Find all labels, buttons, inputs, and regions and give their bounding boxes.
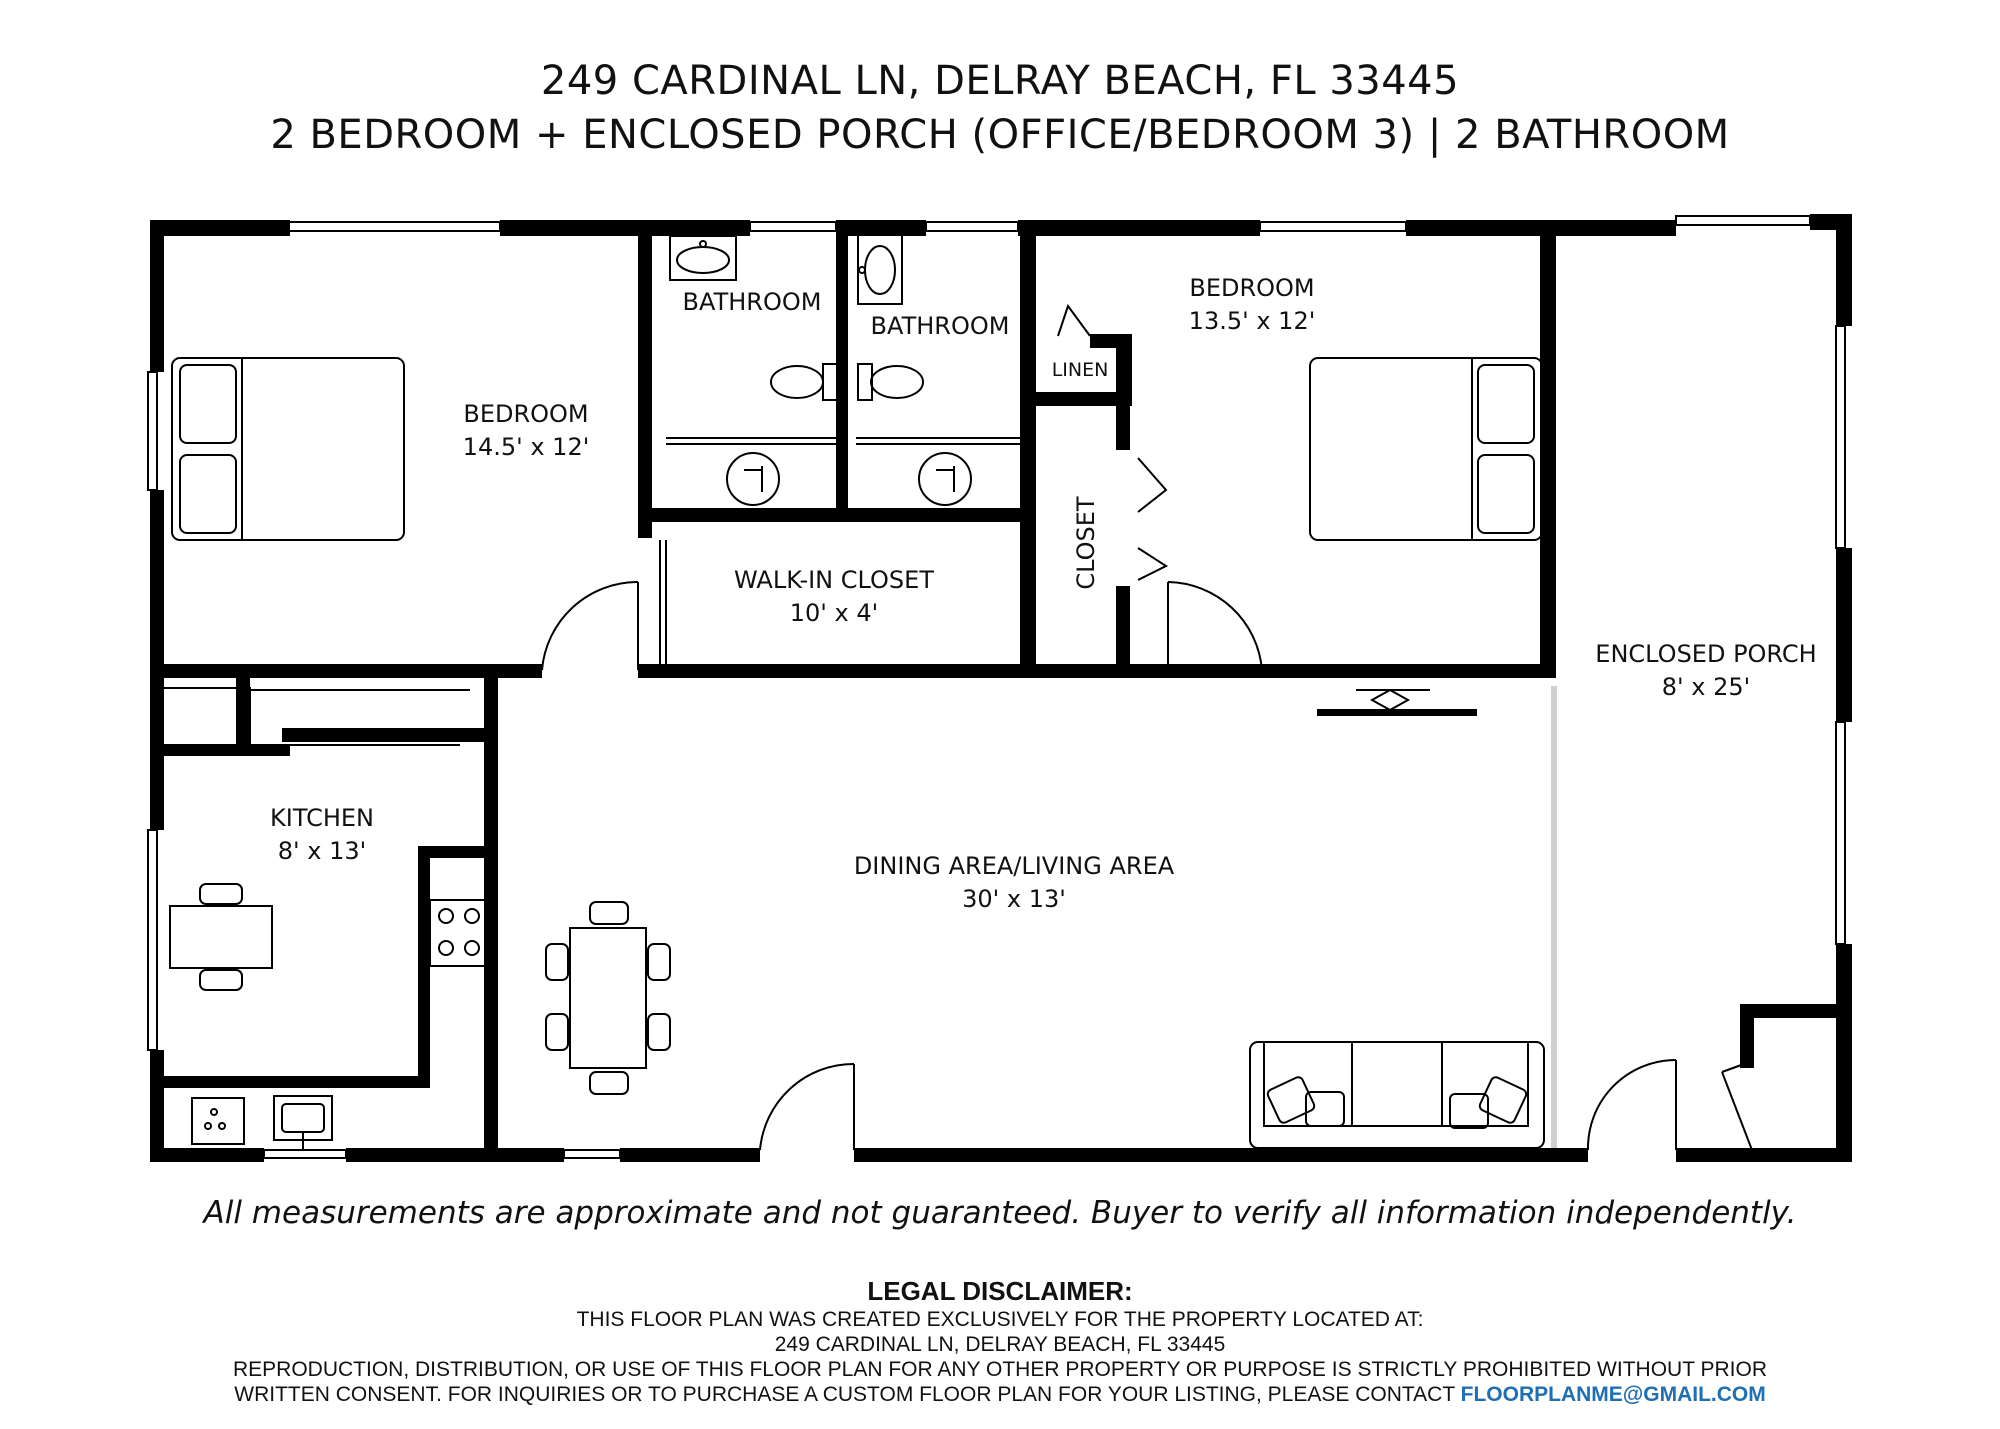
sofa-icon [1249,1041,1545,1149]
room-name-enclosed-porch: ENCLOSED PORCH [1595,640,1816,668]
kitchen-counter [161,687,470,753]
door-linen [1057,303,1091,337]
bed-right-icon [1309,357,1543,541]
door-bedroom-left [541,580,639,671]
dining-table-icon [545,901,671,1095]
room-name-linen: LINEN [1052,359,1109,381]
walls [150,214,1852,1162]
room-name-bedroom-right: BEDROOM [1189,274,1314,302]
shower-icon [856,437,1030,506]
shower-icon [666,437,842,506]
room-name-bedroom-left: BEDROOM [463,400,588,428]
plan-summary-title: 2 BEDROOM + ENCLOSED PORCH (OFFICE/BEDRO… [270,112,1730,158]
room-name-kitchen: KITCHEN [270,804,374,832]
door-bedroom-right [1167,581,1263,671]
contact-email-link[interactable]: FLOORPLANME@GMAIL.COM [1460,1383,1766,1406]
toilet-icon [770,363,838,401]
measurement-note: All measurements are approximate and not… [203,1195,1797,1231]
sink-icon [857,233,903,305]
door-porch [1586,1059,1677,1151]
room-name-walkin-closet: WALK-IN CLOSET [734,566,934,594]
stove-icon [429,899,489,967]
kitchen-sink-icon [273,1095,333,1150]
door-porch-closet [1721,1063,1753,1151]
plan-address-title: 249 CARDINAL LN, DELRAY BEACH, FL 33445 [540,58,1460,104]
room-name-bathroom-a: BATHROOM [683,288,822,316]
windows [147,215,1846,1159]
legal-line-1: THIS FLOOR PLAN WAS CREATED EXCLUSIVELY … [576,1308,1424,1331]
legal-heading: LEGAL DISCLAIMER: [867,1276,1133,1306]
door-front [759,1062,855,1151]
legal-line-2: 249 CARDINAL LN, DELRAY BEACH, FL 33445 [774,1333,1226,1356]
room-size-bedroom-left: 14.5' x 12' [463,433,590,461]
room-size-walkin-closet: 10' x 4' [790,599,878,627]
legal-line-4: WRITTEN CONSENT. FOR INQUIRIES OR TO PUR… [234,1383,1455,1406]
toilet-icon [857,363,924,401]
legal-disclaimer: LEGAL DISCLAIMER: THIS FLOOR PLAN WAS CR… [0,1275,2000,1407]
legal-line-3: REPRODUCTION, DISTRIBUTION, OR USE OF TH… [233,1358,1767,1381]
door-closet-bifold [1137,457,1169,581]
kitchen-bottom-counter [191,1097,245,1145]
door-walkin-closet [659,540,667,668]
room-name-closet: CLOSET [1072,496,1100,590]
bed-left-icon [171,357,405,541]
legal-line-4-wrap: WRITTEN CONSENT. FOR INQUIRIES OR TO PUR… [0,1382,2000,1407]
room-size-bedroom-right: 13.5' x 12' [1189,307,1316,335]
room-size-dining-living: 30' x 13' [962,885,1066,913]
dining-table-kitchen-icon [169,883,273,991]
room-size-kitchen: 8' x 13' [278,837,366,865]
sink-icon [669,235,737,281]
tv-icon [1317,688,1477,716]
room-name-dining-living: DINING AREA/LIVING AREA [854,852,1175,880]
room-size-enclosed-porch: 8' x 25' [1662,673,1750,701]
room-name-bathroom-b: BATHROOM [871,312,1010,340]
